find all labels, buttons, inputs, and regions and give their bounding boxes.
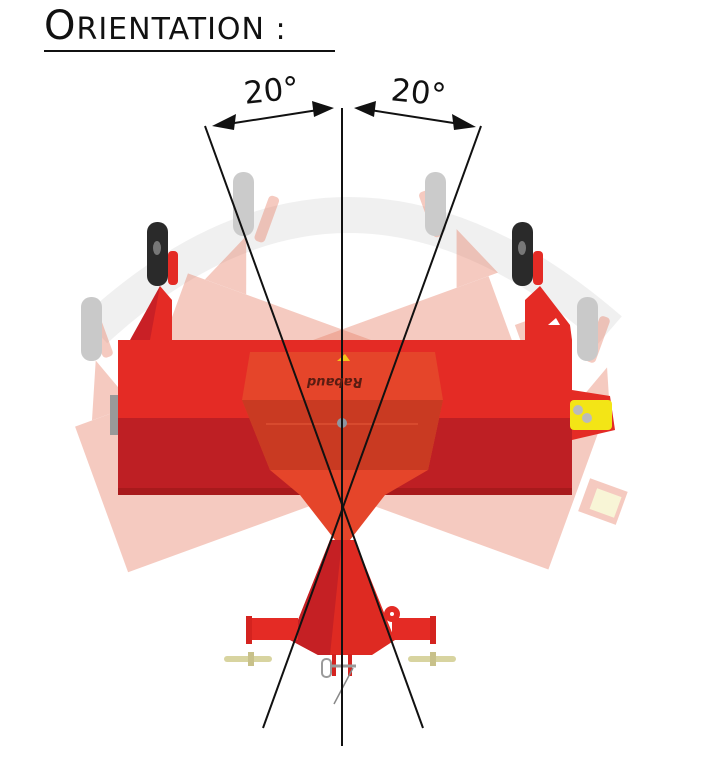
angle-label-left: 20° [242,70,301,112]
angle-label-right: 20° [389,72,448,114]
angle-arrow-right-icon [354,101,476,130]
brand-logo: Rabaud [307,374,363,389]
wheel-right-icon [512,222,543,286]
gearbox-icon [570,390,615,440]
hitch-pin-left-icon [224,652,272,666]
right-20deg-line [262,125,482,729]
ghost-wheel-icon [81,172,598,361]
left-20deg-line [204,125,424,729]
linch-pin-icon [321,658,356,705]
page-title: ORIENTATION : [44,6,287,46]
reference-lines [204,108,482,746]
wheel-left-icon [147,222,178,286]
title-first-letter: O [44,3,77,49]
title-underline [44,50,335,52]
title-rest: RIENTATION : [76,12,287,47]
angle-arrow-left-icon [212,101,334,130]
hitch-pin-right-icon [408,652,456,666]
